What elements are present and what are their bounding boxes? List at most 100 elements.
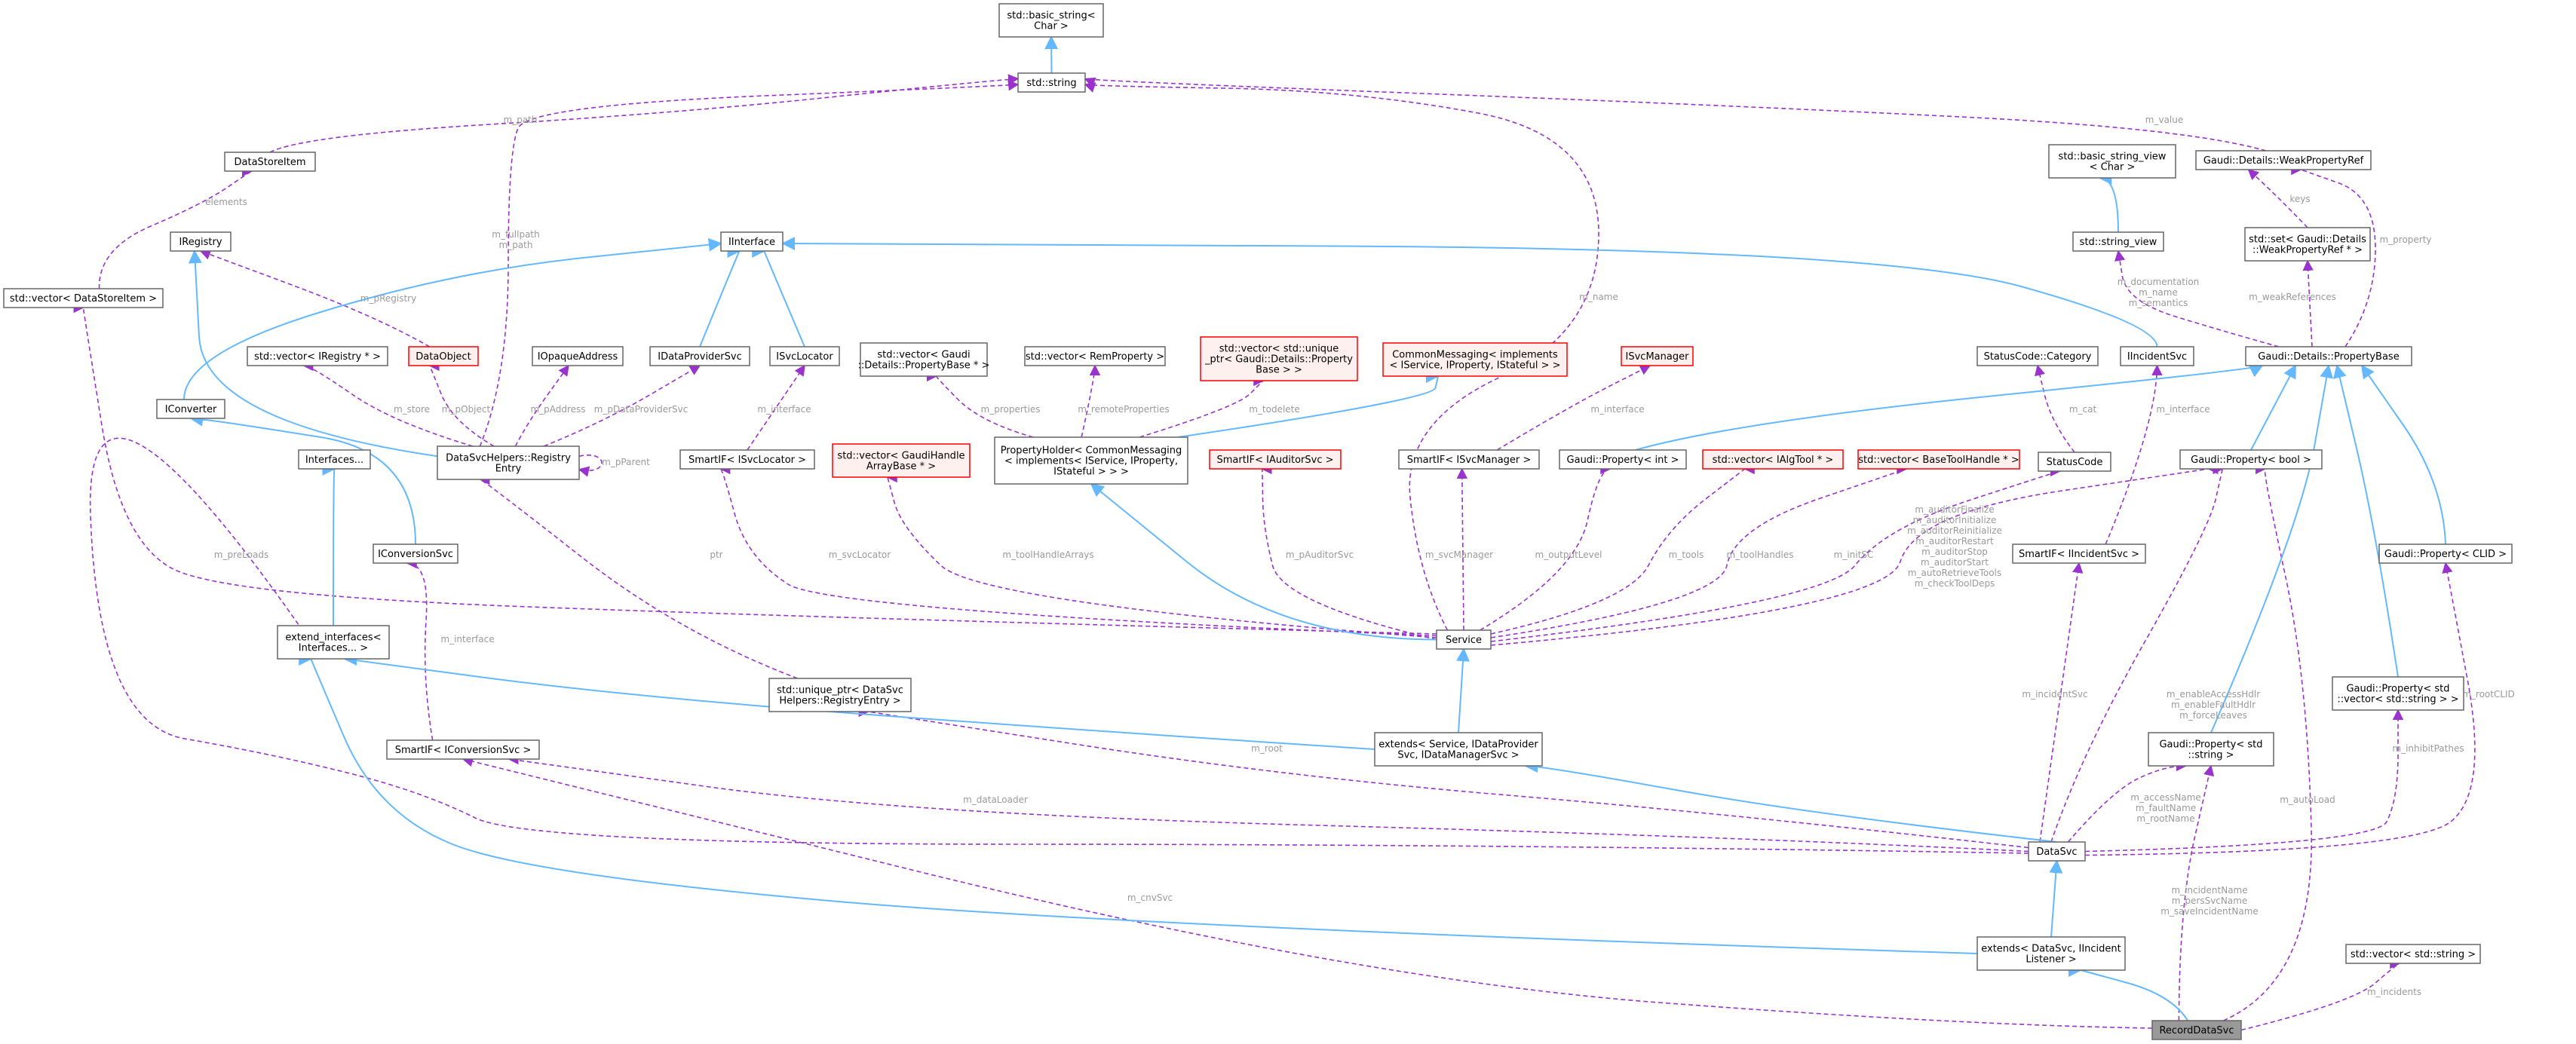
edge-label-m-pParent: m_pParent <box>602 457 650 467</box>
class-node-smartif-isvcmanager[interactable]: SmartIF< ISvcManager > <box>1398 449 1540 470</box>
class-node-property-vector-string[interactable]: Gaudi::Property< std::vector< std::strin… <box>2332 676 2464 711</box>
class-node-label: IConverter <box>165 404 217 415</box>
edge-label-m-toolHandles: m_toolHandles <box>1727 550 1794 560</box>
class-node-box <box>2028 841 2086 862</box>
edge-label-m-inhibitPathes: m_inhibitPathes <box>2392 743 2464 754</box>
class-node-label: Gaudi::Property< bool > <box>2191 455 2311 466</box>
class-node-box <box>1398 449 1540 470</box>
class-node-iregistry[interactable]: IRegistry <box>170 231 232 252</box>
class-node-vector-iregistry[interactable]: std::vector< IRegistry * > <box>247 346 388 366</box>
class-node-box <box>2244 227 2371 262</box>
class-node-basic-string-view[interactable]: std::basic_string_view< Char > <box>2048 144 2176 179</box>
class-node-property-int[interactable]: Gaudi::Property< int > <box>1559 449 1687 470</box>
class-node-vector-propertybase[interactable]: std::vector< Gaudi::Details::PropertyBas… <box>858 342 990 377</box>
class-node-box <box>2012 543 2146 564</box>
class-node-box <box>298 449 371 470</box>
class-node-smartif-iconversionsvc[interactable]: SmartIF< IConversionSvc > <box>386 739 540 760</box>
usage-edge-datasvc-to-property_string <box>2067 760 2188 843</box>
class-node-iconverter[interactable]: IConverter <box>156 399 225 419</box>
class-node-statuscode-category[interactable]: StatusCode::Category <box>1976 346 2099 366</box>
class-node-box <box>437 445 580 480</box>
edge-label-m-store: m_store <box>394 404 430 415</box>
edge-label-m-root: m_root <box>1251 743 1283 754</box>
edge-label-m-dataLoader: m_dataLoader <box>963 794 1028 805</box>
edge-label-elements: elements <box>205 197 247 207</box>
class-node-commonmessaging[interactable]: CommonMessaging< implements< IService, I… <box>1382 342 1568 377</box>
usage-edge-datasvc-to-smartif_iincidentsvc <box>2039 562 2084 843</box>
edge-label-m-pAddress: m_pAddress <box>530 404 585 415</box>
class-node-iinterface[interactable]: IInterface <box>720 231 784 252</box>
usage-edge-datasvc-to-smartif_iconversionsvc <box>508 754 2029 853</box>
class-node-label: < implements< IService, IProperty, <box>1004 456 1178 467</box>
class-node-label: SmartIF< IConversionSvc > <box>395 745 532 756</box>
usage-edge-propertyholder-to-vector_remproperty <box>1081 364 1101 438</box>
class-node-box <box>1702 449 1844 470</box>
class-node-label: extends< Service, IDataProvider <box>1378 739 1538 751</box>
class-node-iopaqueaddress[interactable]: IOpaqueAddress <box>532 346 624 366</box>
class-node-isvcmanager[interactable]: ISvcManager <box>1621 346 1694 366</box>
class-node-box <box>679 449 815 470</box>
class-node-property-string[interactable]: Gaudi::Property< std::string > <box>2148 732 2274 767</box>
usage-edge-smartif_iconversionsvc-to-iconversionsvc <box>406 557 434 741</box>
class-node-vector-unique-ptr[interactable]: std::vector< std::unique_ptr< Gaudi::Det… <box>1200 336 1358 381</box>
class-node-isvclocator[interactable]: ISvcLocator <box>769 346 840 366</box>
class-node-property-bool[interactable]: Gaudi::Property< bool > <box>2179 449 2323 470</box>
class-node-std-string[interactable]: std::string <box>1017 72 1086 93</box>
class-node-vector-datastoreitem[interactable]: std::vector< DataStoreItem > <box>3 288 164 308</box>
usage-edge-service-to-smartif_isvcmanager <box>1456 467 1468 631</box>
class-node-vector-ialgtool[interactable]: std::vector< IAlgTool * > <box>1702 449 1844 470</box>
inheritance-edge-property_clid-to-propertybase <box>2360 364 2446 545</box>
inheritance-edge-isvclocator-to-iinterface <box>750 246 805 347</box>
class-node-data-store-item[interactable]: DataStoreItem <box>224 152 316 172</box>
class-node-unique-ptr-registry[interactable]: std::unique_ptr< DataSvcHelpers::Registr… <box>768 678 912 712</box>
class-node-idataprovidersvc[interactable]: IDataProviderSvc <box>649 346 750 366</box>
usage-edge-datasvc-to-property_bool <box>2050 464 2224 843</box>
class-node-service[interactable]: Service <box>1436 629 1492 650</box>
class-node-label: std::vector< GaudiHandle <box>837 451 964 462</box>
class-node-registry-entry[interactable]: DataSvcHelpers::RegistryEntry <box>437 445 580 480</box>
class-node-dataobject[interactable]: DataObject <box>408 346 479 366</box>
class-node-extend-interfaces[interactable]: extend_interfaces<Interfaces... > <box>277 625 390 660</box>
class-node-string-view[interactable]: std::string_view <box>2072 231 2164 252</box>
class-node-smartif-isvclocator[interactable]: SmartIF< ISvcLocator > <box>679 449 815 470</box>
inheritance-edge-std_string-to-basic_string <box>1044 35 1059 74</box>
class-node-box <box>2345 944 2481 964</box>
class-node-vector-remproperty[interactable]: std::vector< RemProperty > <box>1024 346 1166 366</box>
class-node-iconversionsvc[interactable]: IConversionSvc <box>373 543 458 564</box>
class-node-iincidentsvc[interactable]: IIncidentSvc <box>2120 346 2194 366</box>
class-node-extends-service[interactable]: extends< Service, IDataProviderSvc, IDat… <box>1374 732 1543 767</box>
edge-label-m-interface-inc: m_interface <box>2156 404 2210 415</box>
class-node-propertyholder[interactable]: PropertyHolder< CommonMessaging< impleme… <box>994 436 1188 485</box>
class-node-smartif-iincidentsvc[interactable]: SmartIF< IIncidentSvc > <box>2012 543 2146 564</box>
class-node-weakpropertyref[interactable]: Gaudi::Details::WeakPropertyRef <box>2195 150 2372 170</box>
class-node-vector-basetoolhandle[interactable]: std::vector< BaseToolHandle * > <box>1857 449 2020 470</box>
class-node-vector-string[interactable]: std::vector< std::string > <box>2345 944 2481 964</box>
class-node-box <box>998 3 1104 38</box>
class-node-property-clid[interactable]: Gaudi::Property< CLID > <box>2378 543 2513 564</box>
class-node-label: < Char > <box>2090 162 2136 173</box>
class-node-statuscode[interactable]: StatusCode <box>2038 452 2111 472</box>
class-node-label: CommonMessaging< implements <box>1392 350 1558 361</box>
usage-edge-propertybase-to-string_view <box>2114 250 2280 347</box>
class-node-recorddatasvc[interactable]: RecordDataSvc <box>2151 1020 2242 1040</box>
class-node-label: std::vector< BaseToolHandle * > <box>1858 455 2019 466</box>
inheritance-edge-extends_service-to-service <box>1455 648 1470 733</box>
class-node-label: std::vector< std::string > <box>2351 949 2476 960</box>
class-node-datasvc[interactable]: DataSvc <box>2028 841 2086 862</box>
inheritance-edge-extends_datasvc-to-extend_interfaces <box>298 654 1978 954</box>
class-node-box <box>247 346 388 366</box>
class-node-interfaces[interactable]: Interfaces... <box>298 449 371 470</box>
class-node-box <box>832 443 971 478</box>
class-node-propertybase[interactable]: Gaudi::Details::PropertyBase <box>2245 346 2412 366</box>
edge-label-m-property: m_property <box>2379 234 2431 245</box>
class-node-set-weakpropertyref[interactable]: std::set< Gaudi::Details::WeakPropertyRe… <box>2244 227 2371 262</box>
edge-label-m-outputLevel: m_outputLevel <box>1535 550 1602 560</box>
usage-edge-recorddatasvc-to-property_string <box>2178 764 2215 1021</box>
class-node-basic-string[interactable]: std::basic_string<Char > <box>998 3 1104 38</box>
class-node-box <box>1382 342 1568 377</box>
class-node-smartif-iauditorsvc[interactable]: SmartIF< IAuditorSvc > <box>1209 449 1342 470</box>
class-node-label: Interfaces... > <box>299 643 368 654</box>
